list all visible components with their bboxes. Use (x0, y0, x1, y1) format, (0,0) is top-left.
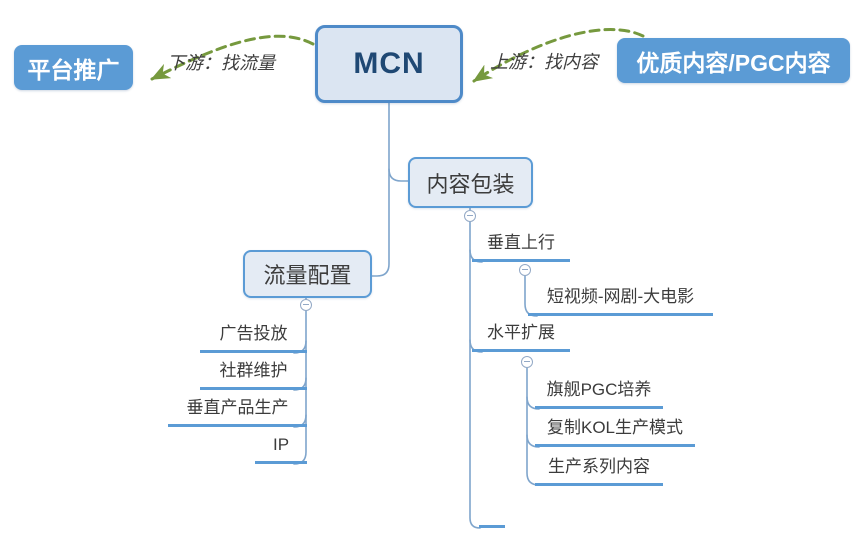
collapse-icon-packaging[interactable] (464, 210, 476, 222)
collapse-icon-traffic[interactable] (300, 299, 312, 311)
collapse-icon-vertical-up[interactable] (519, 264, 531, 276)
pgc-content-node[interactable]: 优质内容/PGC内容 (617, 38, 850, 83)
leaf-flagship-pgc[interactable]: 旗舰PGC培养 (535, 378, 663, 409)
leaf-ip[interactable]: IP (255, 433, 307, 464)
leaf-ads[interactable]: 广告投放 (200, 322, 307, 353)
root-node-mcn[interactable]: MCN (315, 25, 463, 103)
relationship-arrow-downstream[interactable] (150, 34, 315, 81)
relationship-arrow-upstream[interactable] (472, 28, 645, 83)
upstream-arrow-label[interactable]: 上游：找内容 (490, 52, 598, 72)
branch-vertical-up[interactable]: 垂直上行 (472, 231, 570, 262)
leaf-vertical-product[interactable]: 垂直产品生产 (168, 396, 307, 427)
leaf-community[interactable]: 社群维护 (200, 359, 307, 390)
empty-topic-stub[interactable] (479, 525, 505, 528)
downstream-arrow-label[interactable]: 下游：找流量 (167, 53, 275, 73)
leaf-series-content[interactable]: 生产系列内容 (535, 455, 663, 486)
branch-horizontal-expand[interactable]: 水平扩展 (472, 321, 570, 352)
connector-root-to-packaging (388, 168, 409, 182)
platform-promotion-node[interactable]: 平台推广 (14, 45, 133, 90)
content-packaging-node[interactable]: 内容包装 (408, 157, 533, 208)
collapse-icon-horizontal-expand[interactable] (521, 356, 533, 368)
connector-root-to-traffic (371, 102, 390, 277)
traffic-config-node[interactable]: 流量配置 (243, 250, 372, 298)
leaf-copy-kol-model[interactable]: 复制KOL生产模式 (535, 416, 695, 447)
leaf-shortvideo-webdrama-movie[interactable]: 短视频-网剧-大电影 (528, 285, 713, 316)
connector-packaging-trunk (469, 221, 481, 529)
